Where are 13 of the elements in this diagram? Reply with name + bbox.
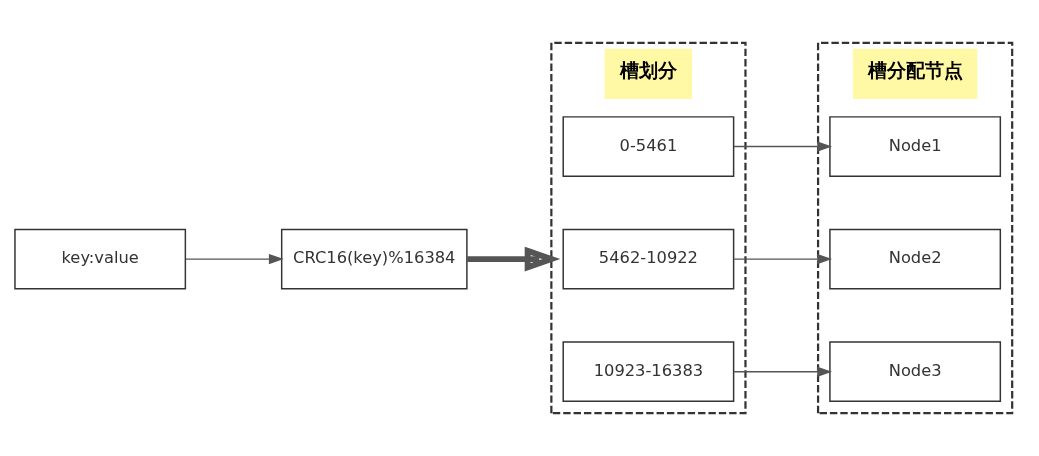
- node-box: Node2: [829, 228, 1002, 290]
- node-box: 5462-10922: [562, 228, 735, 290]
- node-box: 10923-16383: [562, 341, 735, 403]
- node-box: Node3: [829, 341, 1002, 403]
- arrow: [733, 253, 833, 265]
- arrow: [733, 366, 833, 377]
- arrow: [185, 253, 284, 265]
- node-box: Node1: [829, 116, 1002, 177]
- arrow: [467, 246, 561, 272]
- node-box: CRC16(key)%16384: [280, 228, 468, 290]
- node-box: key:value: [14, 228, 187, 290]
- node-box: 0-5461: [562, 116, 735, 177]
- arrow: [733, 141, 833, 152]
